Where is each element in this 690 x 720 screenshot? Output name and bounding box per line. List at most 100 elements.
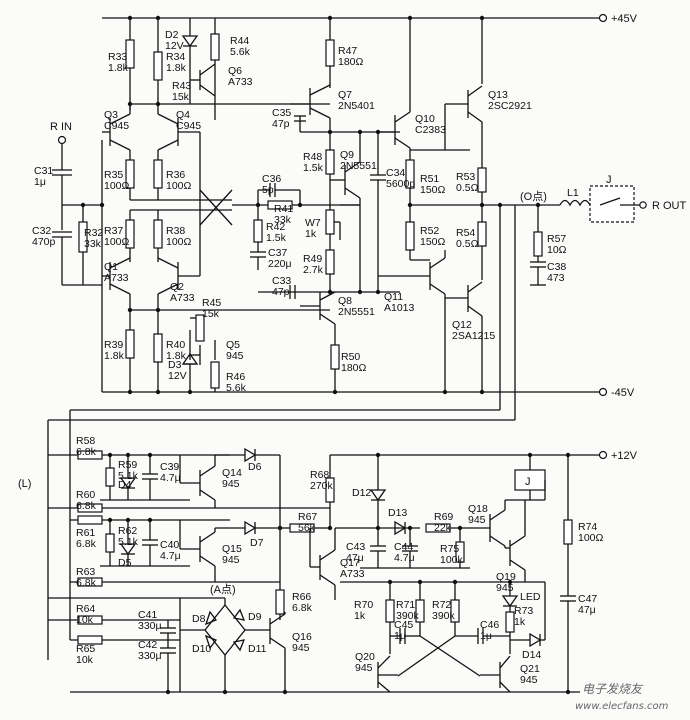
component-r62-ref: R62 xyxy=(118,525,137,537)
component-r68-ref: R68 xyxy=(310,469,329,481)
component-d8-ref: D8 xyxy=(192,613,206,625)
component-q4-value: C945 xyxy=(176,120,201,132)
component-r64-ref: R64 xyxy=(76,603,95,615)
component-d11-ref: D11 xyxy=(248,643,267,655)
component-d3-ref: D3 xyxy=(168,359,182,371)
component-q1-ref: Q1 xyxy=(104,261,118,273)
l-in-label: (L) xyxy=(18,478,31,490)
component-r51-ref: R51 xyxy=(420,173,439,185)
pos12-label: +12V xyxy=(611,450,638,462)
component-q7-value: 2N5401 xyxy=(338,100,375,112)
component-r54-value: 0.5Ω xyxy=(456,238,479,250)
component-r54-ref: R54 xyxy=(456,227,475,239)
component-c35-ref: C35 xyxy=(272,107,291,119)
component-q5-value: 945 xyxy=(226,350,244,362)
component-q17-value: A733 xyxy=(340,568,365,580)
component-c34-value: 5600p xyxy=(386,178,415,190)
component-c46-ref: C46 xyxy=(480,619,499,631)
component-c33-ref: C33 xyxy=(272,275,291,287)
component-q21-ref: Q21 xyxy=(520,663,540,675)
component-r37-value: 100Ω xyxy=(104,236,130,248)
component-r57-value: 10Ω xyxy=(547,244,567,256)
component-c37-ref: C37 xyxy=(268,247,287,259)
component-d2-ref: D2 xyxy=(165,29,179,41)
component-w7-ref: W7 xyxy=(305,217,321,229)
component-w7-value: 1k xyxy=(305,228,317,240)
component-q16-value: 945 xyxy=(292,642,310,654)
component-r43-value: 15k xyxy=(172,91,190,103)
component-c31-value: 1μ xyxy=(34,176,46,188)
component-r44-ref: R44 xyxy=(230,35,249,47)
component-q13-ref: Q13 xyxy=(488,89,508,101)
component-d14-ref: D14 xyxy=(522,649,541,661)
component-r63-ref: R63 xyxy=(76,566,95,578)
component-q10-ref: Q10 xyxy=(415,113,435,125)
component-q6-ref: Q6 xyxy=(228,65,242,77)
component-d5-ref: D5 xyxy=(118,557,132,569)
component-r69-ref: R69 xyxy=(434,511,453,523)
component-c39-ref: C39 xyxy=(160,461,179,473)
component-c35-value: 47p xyxy=(272,118,290,130)
component-r33-ref: R33 xyxy=(108,51,127,63)
component-q2-ref: Q2 xyxy=(170,281,184,293)
component-r38-value: 100Ω xyxy=(166,236,192,248)
component-r39-value: 1.8k xyxy=(104,350,125,362)
component-q18-value: 945 xyxy=(468,514,486,526)
component-r72-ref: R72 xyxy=(432,599,451,611)
component-r43-ref: R43 xyxy=(172,80,191,92)
component-l1-ref: L1 xyxy=(567,187,579,199)
component-d12-ref: D12 xyxy=(352,487,371,499)
component-r52-ref: R52 xyxy=(420,225,439,237)
component-r75-ref: R75 xyxy=(440,543,459,555)
component-r60-ref: R60 xyxy=(76,489,95,501)
component-r34-ref: R34 xyxy=(166,51,185,63)
component-r47-value: 180Ω xyxy=(338,56,364,68)
component-r66-ref: R66 xyxy=(292,591,311,603)
component-c46-value: 1μ xyxy=(480,630,492,642)
component-c45-value: 1μ xyxy=(394,630,406,642)
component-q6-value: A733 xyxy=(228,76,253,88)
component-c36-ref: C36 xyxy=(262,173,281,185)
vas-and-feedback xyxy=(232,15,400,395)
component-d2-value: 12V xyxy=(165,40,184,52)
component-d10-ref: D10 xyxy=(192,643,211,655)
component-r50-value: 180Ω xyxy=(341,362,367,374)
component-r36-value: 100Ω xyxy=(166,180,192,192)
component-c40-value: 4.7μ xyxy=(160,550,181,562)
component-r36-ref: R36 xyxy=(166,169,185,181)
component-led-ref: LED xyxy=(520,591,541,603)
component-c36-value: 5p xyxy=(262,184,274,196)
component-r34-value: 1.8k xyxy=(166,62,187,74)
component-q7-ref: Q7 xyxy=(338,89,352,101)
component-r46-ref: R46 xyxy=(226,371,245,383)
component-r75-value: 100k xyxy=(440,554,464,566)
component-r70-value: 1k xyxy=(354,610,366,622)
component-r58-ref: R58 xyxy=(76,435,95,447)
component-c45-ref: C45 xyxy=(394,619,413,631)
component-d13-ref: D13 xyxy=(388,507,407,519)
component-d4-ref: D4 xyxy=(118,479,132,491)
component-c40-ref: C40 xyxy=(160,539,179,551)
component-r59-value: 5.1k xyxy=(118,470,139,482)
component-r45-ref: R45 xyxy=(202,297,221,309)
component-r74-value: 100Ω xyxy=(578,532,604,544)
component-r53-ref: R53 xyxy=(456,171,475,183)
component-q20-ref: Q20 xyxy=(355,651,375,663)
rails xyxy=(70,13,608,693)
component-c43-ref: C43 xyxy=(346,541,365,553)
component-r62-value: 5.1k xyxy=(118,536,139,548)
relay-j-bottom-label: J xyxy=(525,476,531,488)
r-out-label: R OUT xyxy=(652,200,687,212)
component-q9-ref: Q9 xyxy=(340,149,354,161)
component-r67-value: 56k xyxy=(298,522,316,534)
component-c39-value: 4.7μ xyxy=(160,472,181,484)
component-c41-value: 330μ xyxy=(138,620,162,632)
component-r38-ref: R38 xyxy=(166,225,185,237)
component-r47-ref: R47 xyxy=(338,45,357,57)
component-q12-value: 2SA1215 xyxy=(452,330,495,342)
component-r39-ref: R39 xyxy=(104,339,123,351)
component-r63-value: 6.8k xyxy=(76,577,97,589)
component-r67-ref: R67 xyxy=(298,511,317,523)
